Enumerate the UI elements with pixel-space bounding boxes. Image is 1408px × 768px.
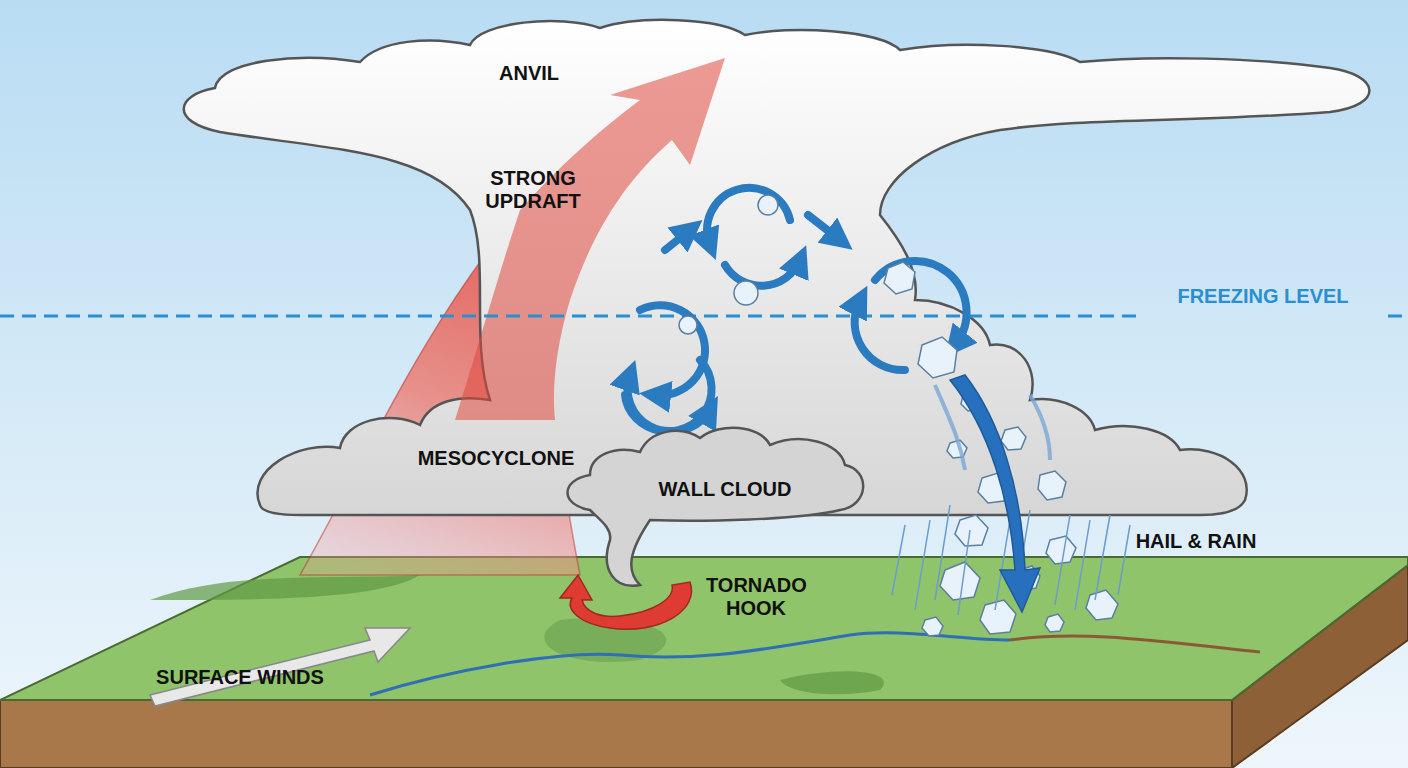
hail-loops — [625, 188, 967, 432]
ground-front — [0, 700, 1232, 768]
storm-cloud — [184, 20, 1370, 515]
part-label: ANVIL — [459, 62, 599, 85]
hailstones — [679, 195, 1118, 636]
part-label: WALL CLOUD — [625, 478, 825, 501]
wall-cloud — [568, 428, 864, 586]
freezing-line — [1388, 315, 1408, 318]
hook-arrow — [560, 575, 692, 629]
blank — [330, 575, 520, 596]
field-patch — [780, 671, 884, 694]
field-patch — [150, 575, 420, 600]
road — [1010, 636, 1260, 652]
part-label: FREEZING LEVEL — [1133, 285, 1393, 308]
ground-top — [0, 557, 1408, 700]
part-label: MESOCYCLONE — [386, 447, 606, 470]
part-label: STRONG UPDRAFT — [478, 167, 588, 213]
part-label: SURFACE WINDS — [120, 666, 360, 689]
part-label: HAIL & RAIN — [1116, 530, 1276, 553]
updraft-arrow-front — [455, 58, 725, 420]
part-label: TORNADO HOOK — [706, 574, 806, 620]
downdraft-arrow — [950, 375, 1040, 612]
river — [370, 633, 1010, 695]
